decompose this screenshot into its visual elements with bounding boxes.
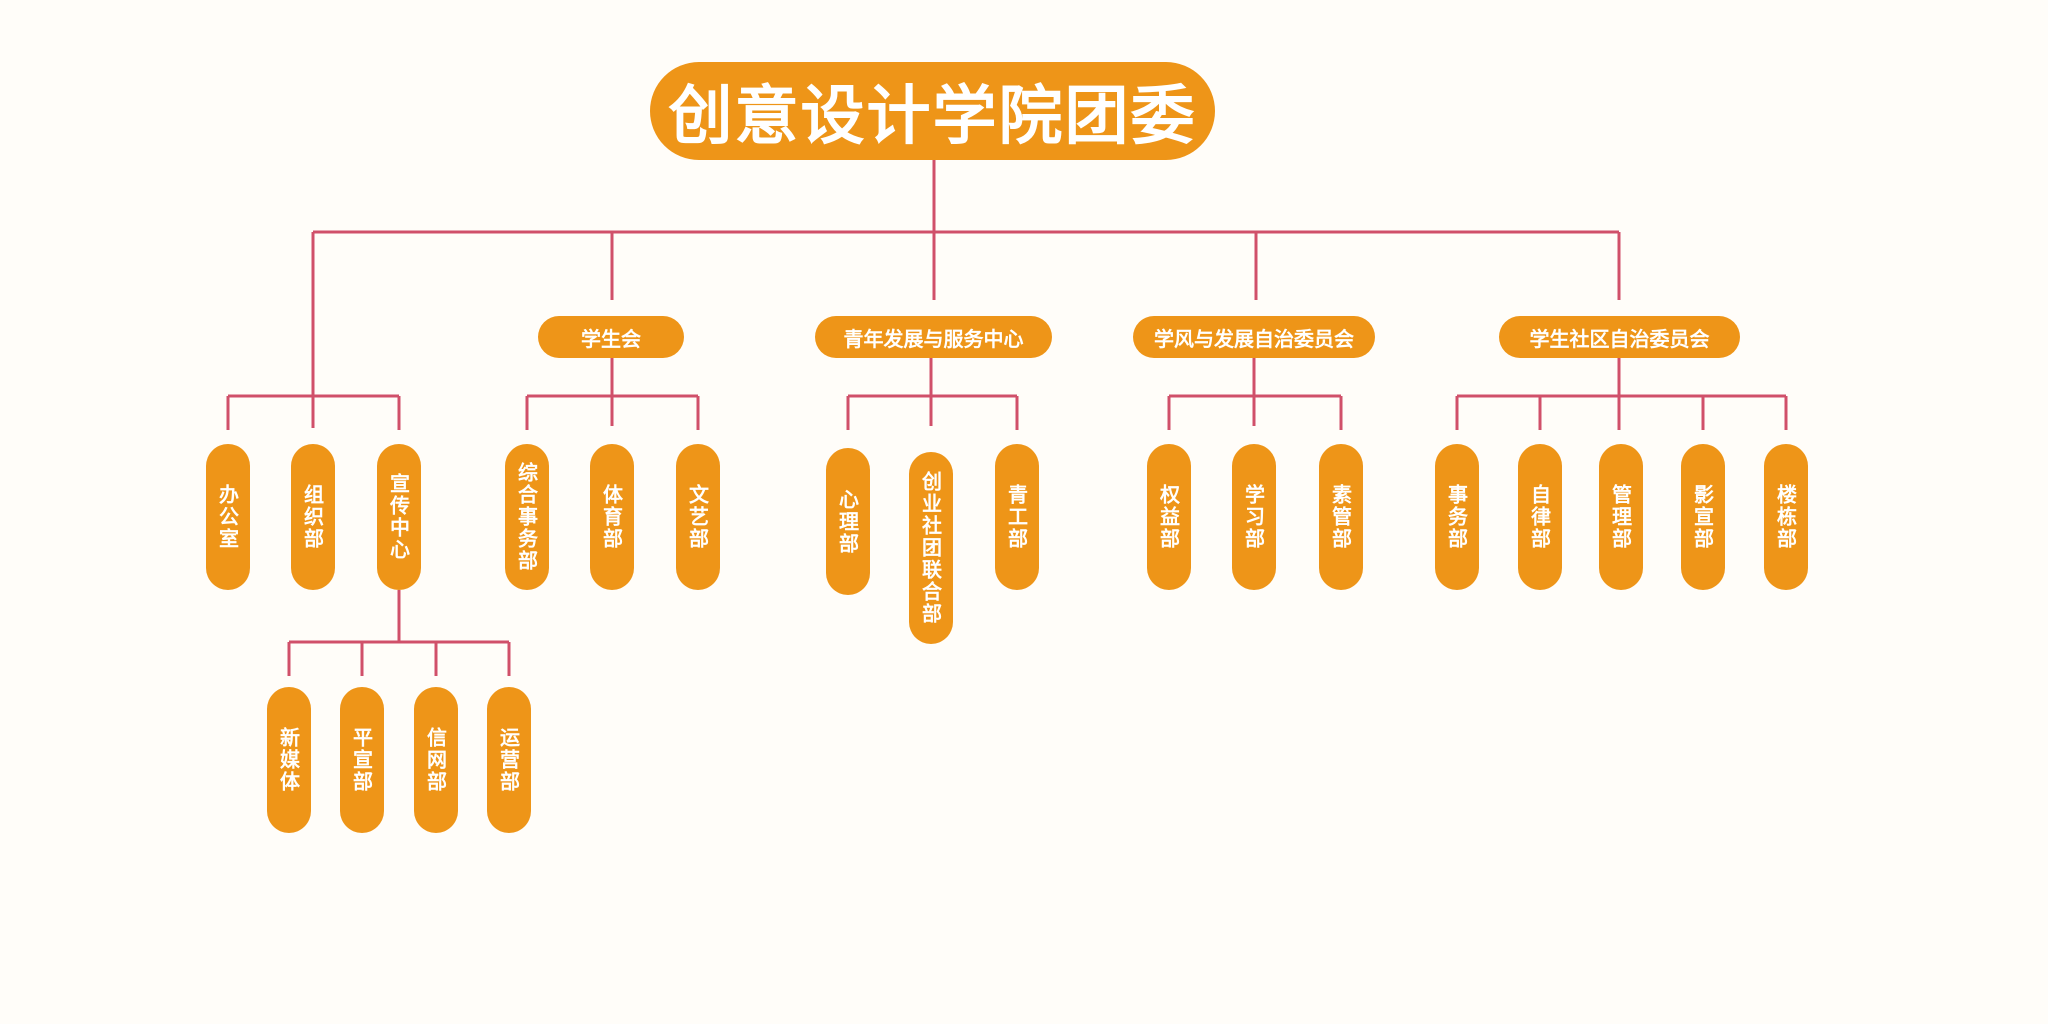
subdepartment-node: 新媒体	[267, 687, 311, 833]
department-node: 体育部	[590, 444, 634, 590]
branch-node: 青年发展与服务中心	[815, 316, 1052, 358]
department-node: 创业社团联合部	[909, 452, 953, 644]
branch-node: 学风与发展自治委员会	[1133, 316, 1375, 358]
department-node: 文艺部	[676, 444, 720, 590]
department-node: 学习部	[1232, 444, 1276, 590]
branch-node: 学生社区自治委员会	[1499, 316, 1740, 358]
department-node: 权益部	[1147, 444, 1191, 590]
root-node: 创意设计学院团委	[650, 62, 1215, 160]
department-node: 素管部	[1319, 444, 1363, 590]
department-node: 心理部	[826, 448, 870, 595]
department-node: 宣传中心	[377, 444, 421, 590]
subdepartment-node: 信网部	[414, 687, 458, 833]
department-node: 管理部	[1599, 444, 1643, 590]
department-node: 楼栋部	[1764, 444, 1808, 590]
subdepartment-node: 运营部	[487, 687, 531, 833]
department-node: 综合事务部	[505, 444, 549, 590]
department-node: 事务部	[1435, 444, 1479, 590]
branch-node: 学生会	[538, 316, 684, 358]
department-node: 组织部	[291, 444, 335, 590]
department-node: 影宣部	[1681, 444, 1725, 590]
department-node: 自律部	[1518, 444, 1562, 590]
department-node: 青工部	[995, 444, 1039, 590]
subdepartment-node: 平宣部	[340, 687, 384, 833]
department-node: 办公室	[206, 444, 250, 590]
